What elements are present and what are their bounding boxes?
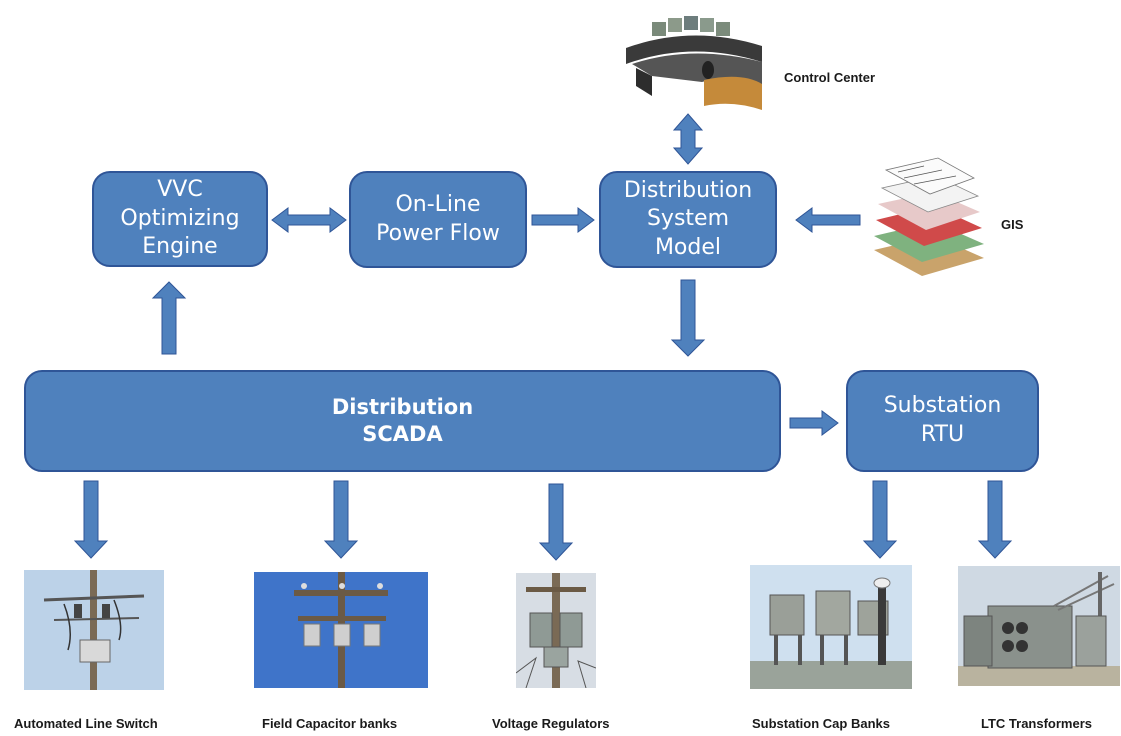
vvc-optimizing-engine-box: VVC Optimizing Engine [92, 171, 268, 267]
online-power-flow-box: On-Line Power Flow [349, 171, 527, 268]
field-capacitor-banks-image [254, 572, 428, 688]
distribution-scada-box: Distribution SCADA [24, 370, 781, 472]
arrow-to-voltage-regulators [538, 483, 574, 561]
distribution-system-model-box: Distribution System Model [599, 171, 777, 268]
automated-line-switch-image [24, 570, 164, 690]
equipment-label-voltage-regulators: Voltage Regulators [492, 716, 610, 731]
gis-image [864, 150, 994, 286]
equipment-label-substation-cap-banks: Substation Cap Banks [752, 716, 890, 731]
substation-cap-banks-image [750, 565, 912, 689]
arrow-dsm-scada [670, 279, 706, 357]
voltage-regulators-image [516, 573, 596, 688]
arrow-to-ltc-transformers [977, 480, 1013, 559]
arrow-gis-dsm [795, 207, 861, 233]
equipment-label-field-capacitors: Field Capacitor banks [262, 716, 398, 731]
control-center-image [612, 6, 772, 114]
equipment-label-ltc-transformers: LTC Transformers [981, 716, 1093, 731]
gis-label: GIS [1001, 217, 1024, 232]
arrow-vvc-powerflow [271, 207, 347, 233]
arrow-control-center-dsm [672, 113, 704, 165]
equipment-label-line-switch: Automated Line Switch [14, 716, 158, 731]
arrow-powerflow-dsm [531, 207, 595, 233]
arrow-scada-rtu [789, 410, 839, 436]
arrow-to-field-capacitors [323, 480, 359, 559]
arrow-to-line-switch [73, 480, 109, 559]
ltc-transformers-image [958, 566, 1120, 686]
arrow-to-substation-cap-banks [862, 480, 898, 559]
substation-rtu-box: Substation RTU [846, 370, 1039, 472]
control-center-label: Control Center [784, 70, 875, 85]
arrow-scada-vvc [151, 281, 187, 355]
